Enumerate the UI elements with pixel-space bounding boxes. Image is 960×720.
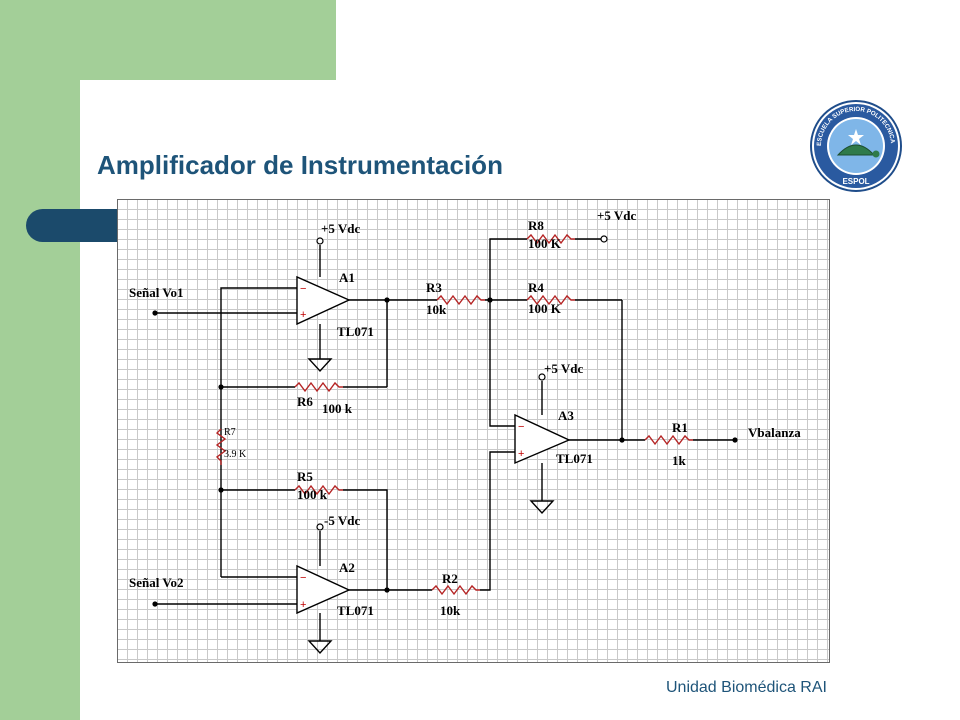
output-label: Vbalanza bbox=[748, 425, 801, 440]
r4-ref-label: R4 bbox=[528, 280, 544, 295]
a2-triangle bbox=[296, 564, 351, 615]
supply-terminals bbox=[316, 235, 608, 531]
r8-symbol bbox=[526, 233, 575, 245]
wires bbox=[155, 238, 735, 641]
a1-model-label: TL071 bbox=[337, 324, 374, 339]
a1-supply-terminal bbox=[316, 237, 324, 245]
r1-symbol bbox=[644, 434, 693, 446]
r4-value-label: 100 K bbox=[528, 301, 562, 316]
a1-minus-pin: − bbox=[300, 283, 306, 295]
ground-icon-a2 bbox=[307, 640, 333, 655]
a1-plus-pin: + bbox=[300, 309, 306, 321]
opamp-symbols bbox=[296, 275, 571, 615]
left-green-band bbox=[0, 0, 80, 720]
r8-supply-terminal bbox=[600, 235, 608, 243]
top-green-band bbox=[80, 0, 336, 80]
r7-ref-label: R7 bbox=[224, 427, 236, 438]
a2-supply-label: -5 Vdc bbox=[324, 513, 360, 528]
a3-plus-pin: + bbox=[518, 448, 524, 460]
slide-footer: Unidad Biomédica RAI bbox=[666, 679, 827, 696]
r8-ref-label: R8 bbox=[528, 218, 544, 233]
a2-plus-pin: + bbox=[300, 599, 306, 611]
r3-ref-label: R3 bbox=[426, 280, 442, 295]
a3-supply-terminal bbox=[538, 373, 546, 381]
ground-symbols bbox=[307, 358, 555, 655]
input-label-vo2: Señal Vo2 bbox=[129, 575, 184, 590]
a3-model-label: TL071 bbox=[556, 451, 593, 466]
espol-logo: ESCUELA SUPERIOR POLITECNICA DEL LITORAL… bbox=[809, 99, 902, 192]
a1-ref-label: A1 bbox=[339, 270, 355, 285]
r8-value-label: 100 K bbox=[528, 236, 562, 251]
r7-value-label: 3.9 K bbox=[224, 449, 247, 460]
r6-value-label: 100 k bbox=[322, 401, 353, 416]
slide-title: Amplificador de Instrumentación bbox=[97, 150, 503, 180]
resistor-symbols bbox=[215, 233, 693, 596]
r2-value-label: 10k bbox=[440, 603, 461, 618]
a1-supply-label: +5 Vdc bbox=[321, 221, 361, 236]
ground-icon-a1 bbox=[307, 358, 333, 373]
r5-value-label: 100 k bbox=[297, 487, 328, 502]
rounded-corner bbox=[80, 80, 140, 140]
r3-symbol bbox=[436, 294, 485, 306]
r3-value-label: 10k bbox=[426, 302, 447, 317]
r2-ref-label: R2 bbox=[442, 571, 458, 586]
r1-ref-label: R1 bbox=[672, 420, 688, 435]
r2-symbol bbox=[431, 584, 480, 596]
input-label-vo1: Señal Vo1 bbox=[129, 285, 184, 300]
logo-bottom-text: ESPOL bbox=[842, 177, 869, 186]
r1-value-label: 1k bbox=[672, 453, 687, 468]
schematic-grid bbox=[117, 199, 830, 663]
a3-supply-label: +5 Vdc bbox=[544, 361, 584, 376]
instrumentation-amplifier-schematic: − + − + − + Señal Vo1 Señal Vo2 Vbalanza… bbox=[129, 208, 801, 655]
a1-triangle bbox=[296, 275, 351, 326]
a2-minus-pin: − bbox=[300, 572, 306, 584]
a2-ref-label: A2 bbox=[339, 560, 355, 575]
ground-icon-a3 bbox=[529, 500, 555, 515]
a2-supply-terminal bbox=[316, 523, 324, 531]
r5-symbol bbox=[294, 484, 343, 496]
r5-ref-label: R5 bbox=[297, 469, 313, 484]
r4-symbol bbox=[526, 294, 575, 306]
r8-supply-label: +5 Vdc bbox=[597, 208, 637, 223]
junction-dots bbox=[152, 297, 738, 607]
r6-symbol bbox=[294, 381, 343, 393]
a3-ref-label: A3 bbox=[558, 408, 574, 423]
r7-symbol bbox=[215, 428, 227, 465]
a2-model-label: TL071 bbox=[337, 603, 374, 618]
a3-triangle bbox=[514, 413, 571, 465]
r6-ref-label: R6 bbox=[297, 394, 313, 409]
a3-minus-pin: − bbox=[518, 421, 524, 433]
